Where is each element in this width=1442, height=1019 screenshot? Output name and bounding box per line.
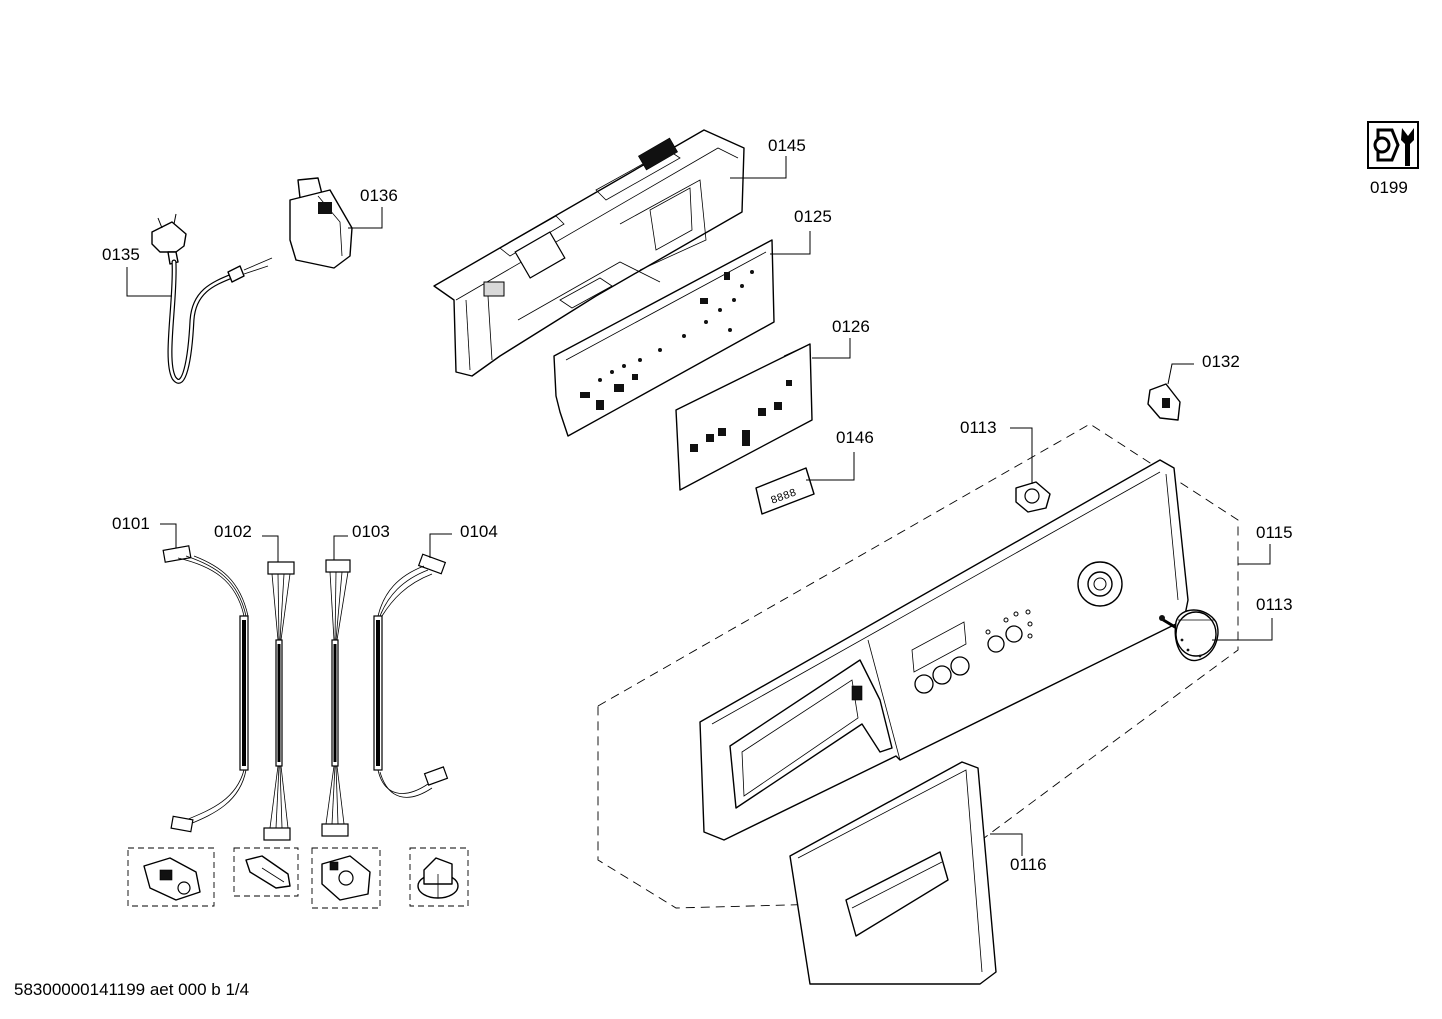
label-0113b: 0113 [1256,595,1293,614]
label-0113a: 0113 [960,418,997,437]
label-0146: 0146 [836,428,874,447]
component-box-sensor [233,847,299,897]
leader-0116 [990,833,1023,856]
part-interference-filter [289,177,353,269]
leader-0125 [770,231,811,255]
leader-0132 [1167,363,1194,385]
label-0135: 0135 [102,245,140,264]
leader-0126 [812,338,851,359]
leader-0145 [730,156,787,179]
label-0145: 0145 [768,136,806,155]
part-harness-0103 [321,559,351,837]
service-tool-icon [1367,121,1419,169]
leader-0135 [126,267,172,297]
part-program-knob [1159,609,1219,662]
document-code: 58300000141199 aet 000 b 1/4 [14,980,250,999]
leader-0115 [1238,544,1271,565]
part-control-panel [699,459,1189,841]
assembly-outline [597,423,1239,909]
part-power-cord [151,213,273,384]
label-0104: 0104 [460,522,498,541]
label-0115: 0115 [1256,523,1293,542]
part-knob-insert [1015,481,1051,513]
power-plug-icon [151,213,187,265]
label-0102: 0102 [214,522,252,541]
part-key-pcb [675,343,813,491]
component-box-pressure-switch [409,847,469,907]
label-0132: 0132 [1202,352,1240,371]
leader-0136 [348,207,383,229]
part-bracket [1147,383,1181,421]
leader-0104 [429,533,452,558]
part-harness-0104 [373,553,449,798]
label-0125: 0125 [794,207,832,226]
leader-0103 [333,535,348,560]
component-box-valve [127,847,215,907]
label-0116: 0116 [1010,855,1047,874]
component-box-door-lock [311,847,381,909]
label-0101: 0101 [112,514,150,533]
leader-0146 [806,452,855,481]
part-display: 8888 [755,467,815,515]
label-0136: 0136 [360,186,398,205]
leader-0113b [1212,618,1273,641]
part-main-pcb [553,239,775,437]
part-module-housing [433,129,745,377]
label-0103: 0103 [352,522,390,541]
label-0126: 0126 [832,317,870,336]
part-harness-0102 [263,561,295,841]
leader-0113a [1010,427,1033,484]
leader-0101 [160,523,177,548]
leader-0102 [262,535,279,562]
part-harness-0101 [162,545,249,833]
part-drawer-handle [789,761,997,985]
label-0199: 0199 [1370,178,1408,197]
